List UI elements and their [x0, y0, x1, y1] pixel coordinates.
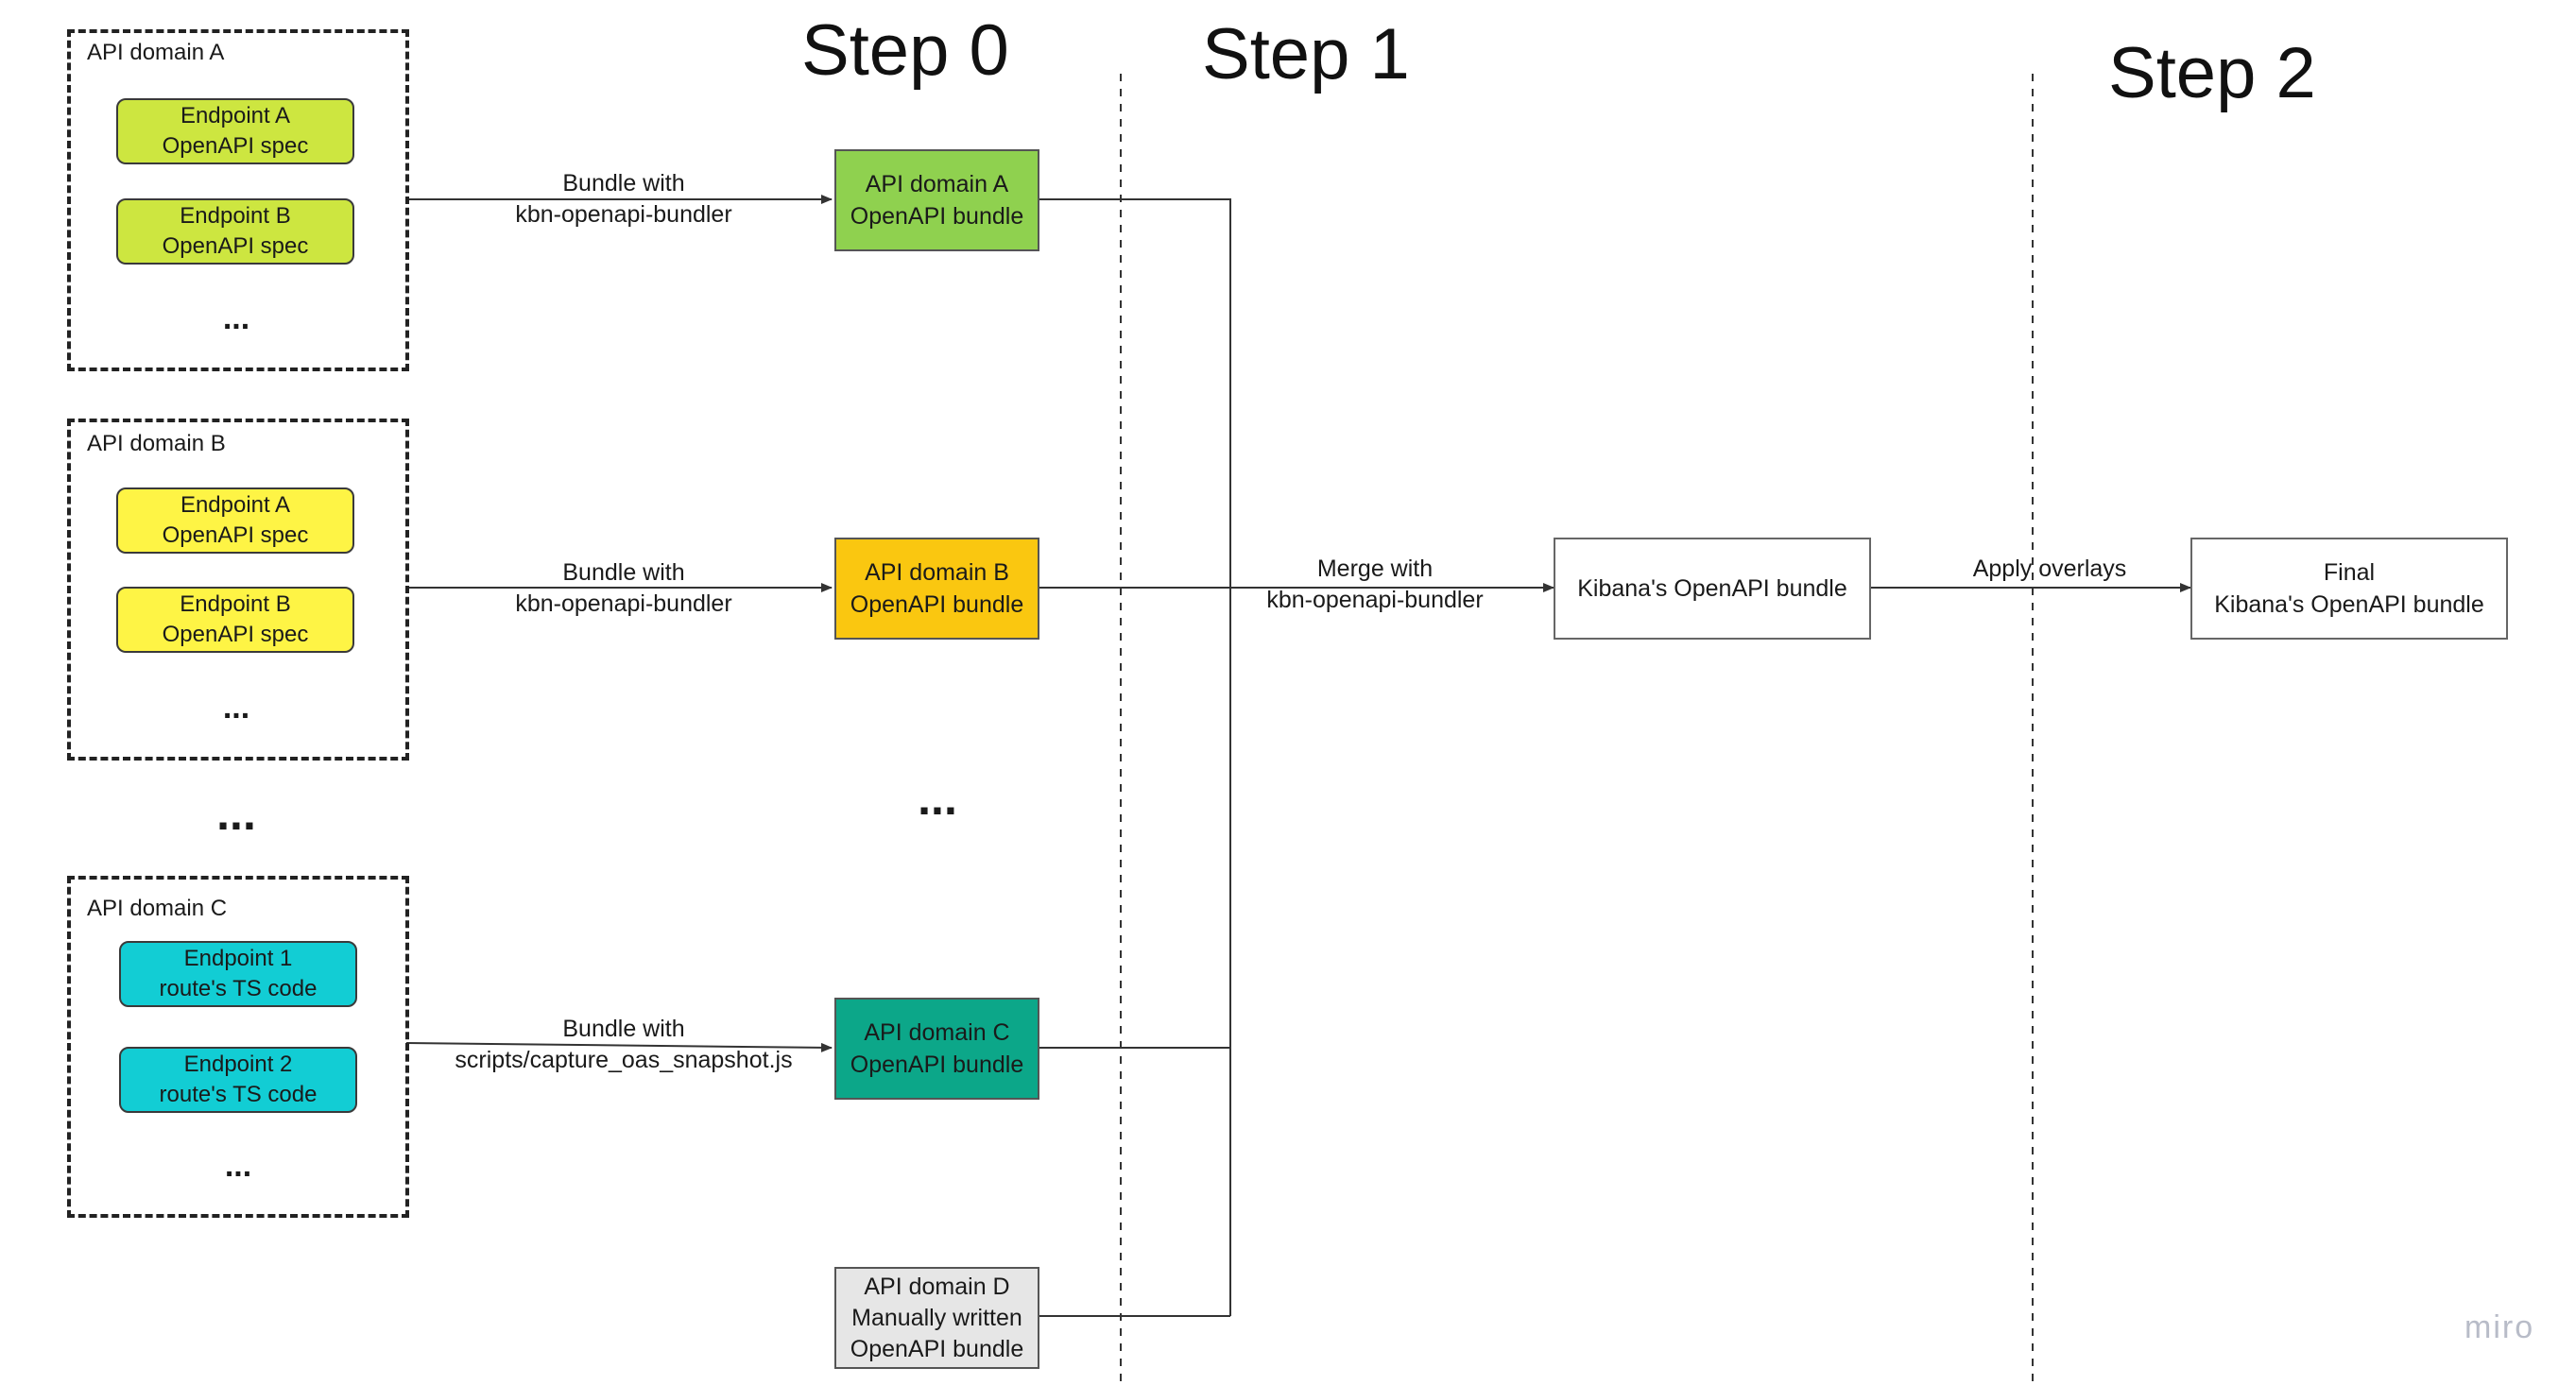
domain-b-endpoint-b[interactable]: Endpoint B OpenAPI spec [116, 587, 354, 653]
edge-label-merge: Merge with kbn-openapi-bundler [1266, 554, 1483, 616]
domain-a-more-ellipsis: ... [222, 300, 250, 336]
bundle-kind: OpenAPI bundle [850, 203, 1024, 230]
bundle-kind: OpenAPI bundle [850, 1335, 1024, 1362]
edge-label-overlays: Apply overlays [1973, 554, 2127, 585]
box-label: Kibana's OpenAPI bundle [1577, 575, 1847, 602]
edge-label-domain-c: Bundle with scripts/capture_oas_snapshot… [455, 1014, 792, 1076]
endpoint-kind: route's TS code [159, 976, 318, 1001]
edge-label-line-2: scripts/capture_oas_snapshot.js [455, 1047, 793, 1073]
endpoint-kind: route's TS code [159, 1082, 318, 1107]
endpoint-name: Endpoint 1 [183, 946, 293, 971]
domain-a-endpoint-b[interactable]: Endpoint B OpenAPI spec [116, 198, 354, 265]
edge-label-domain-a: Bundle with kbn-openapi-bundler [515, 168, 731, 231]
endpoint-name: Endpoint 2 [183, 1052, 293, 1077]
api-domain-a-title: API domain A [87, 40, 225, 65]
endpoint-name: Endpoint B [180, 591, 291, 617]
miro-watermark-logo: miro [2464, 1309, 2535, 1345]
domain-c-endpoint-1[interactable]: Endpoint 1 route's TS code [119, 941, 357, 1007]
edge-label-line-2: kbn-openapi-bundler [515, 201, 732, 228]
bundle-kind: OpenAPI bundle [850, 1052, 1024, 1078]
bundle-domain-a[interactable]: API domain A OpenAPI bundle [834, 149, 1039, 251]
edge-label-line-1: Merge with [1316, 556, 1434, 582]
endpoint-kind: OpenAPI spec [162, 133, 309, 159]
step-2-heading: Step 2 [2108, 33, 2316, 113]
merge-line-a [1039, 198, 1231, 1316]
edge-label-line-1: Apply overlays [1972, 556, 2127, 582]
api-domain-b-title: API domain B [87, 431, 226, 456]
step-1-heading: Step 1 [1202, 14, 1410, 94]
bundle-domain-c[interactable]: API domain C OpenAPI bundle [834, 998, 1039, 1100]
bundle-origin: Manually written [851, 1304, 1022, 1331]
endpoint-kind: OpenAPI spec [162, 233, 309, 259]
bundle-kind: OpenAPI bundle [850, 591, 1024, 618]
domain-a-endpoint-a[interactable]: Endpoint A OpenAPI spec [116, 98, 354, 164]
edge-label-domain-b: Bundle with kbn-openapi-bundler [515, 557, 731, 620]
bundle-name: API domain C [864, 1019, 1010, 1046]
endpoint-name: Endpoint A [180, 103, 291, 128]
api-domain-a-group [67, 29, 409, 371]
domain-c-more-ellipsis: ... [224, 1148, 252, 1184]
edge-label-line-1: Bundle with [562, 1016, 685, 1042]
domain-c-endpoint-2[interactable]: Endpoint 2 route's TS code [119, 1047, 357, 1113]
endpoint-name: Endpoint A [180, 492, 291, 518]
arrow-domain-c-to-bundle [405, 1042, 833, 1052]
kibana-openapi-bundle[interactable]: Kibana's OpenAPI bundle [1554, 538, 1871, 640]
box-label-line-2: Kibana's OpenAPI bundle [2214, 591, 2484, 618]
api-domain-c-title: API domain C [87, 896, 228, 921]
bundle-name: API domain D [864, 1273, 1010, 1300]
bundle-name: API domain A [865, 171, 1009, 197]
more-bundles-ellipsis: ... [918, 772, 957, 825]
domain-b-endpoint-a[interactable]: Endpoint A OpenAPI spec [116, 487, 354, 554]
endpoint-kind: OpenAPI spec [162, 522, 309, 548]
more-domains-ellipsis: ... [216, 787, 256, 840]
endpoint-kind: OpenAPI spec [162, 622, 309, 647]
edge-label-line-2: kbn-openapi-bundler [515, 590, 732, 617]
edge-label-line-2: kbn-openapi-bundler [1266, 587, 1484, 613]
box-label-line-1: Final [2323, 559, 2376, 586]
edge-label-line-1: Bundle with [562, 559, 685, 586]
api-domain-c-group [67, 876, 409, 1218]
bundle-domain-b[interactable]: API domain B OpenAPI bundle [834, 538, 1039, 640]
bundle-domain-d[interactable]: API domain D Manually written OpenAPI bu… [834, 1267, 1039, 1369]
step-0-heading: Step 0 [801, 10, 1009, 91]
edge-label-line-1: Bundle with [562, 170, 685, 197]
bundle-name: API domain B [865, 559, 1009, 586]
final-kibana-openapi-bundle[interactable]: Final Kibana's OpenAPI bundle [2190, 538, 2508, 640]
endpoint-name: Endpoint B [180, 203, 291, 229]
api-domain-b-group [67, 419, 409, 761]
domain-b-more-ellipsis: ... [222, 690, 250, 726]
